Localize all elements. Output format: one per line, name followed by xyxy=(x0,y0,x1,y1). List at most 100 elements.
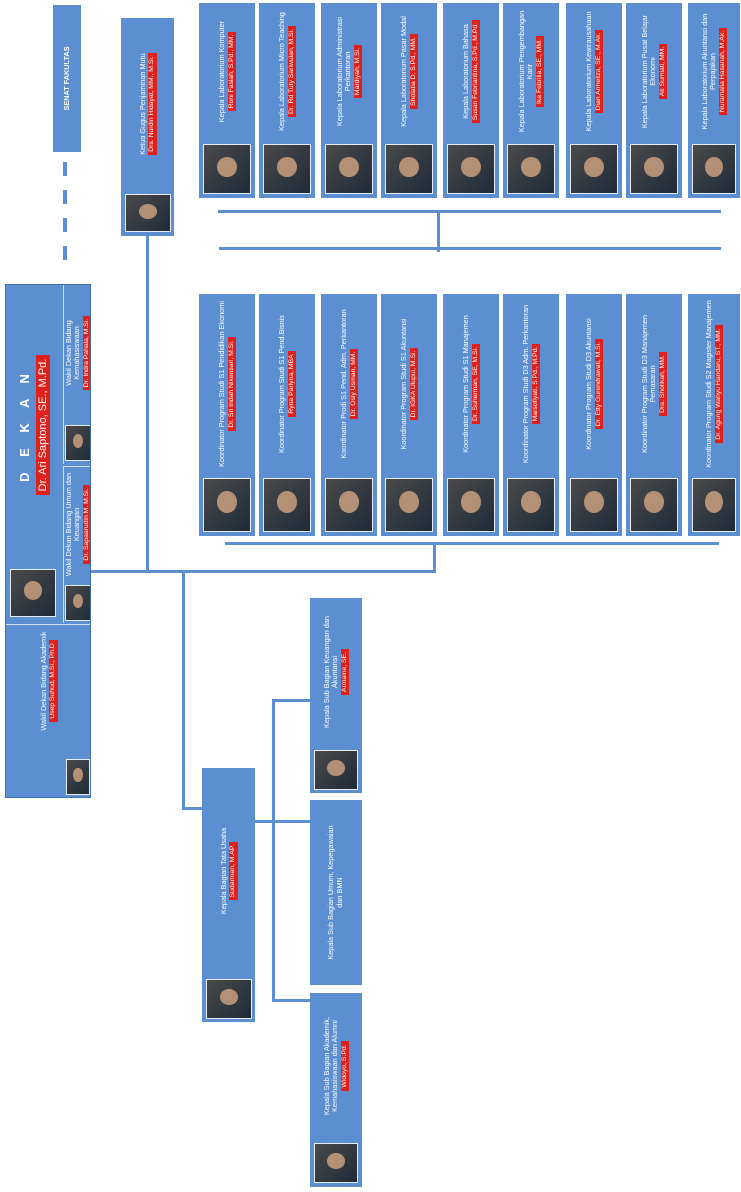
subbag-name: Widoyo, S.Pd. xyxy=(340,1041,350,1091)
connector-line xyxy=(272,699,310,702)
subbag-box-keuangan[interactable]: Kepala Sub Bagian Keuangan dan Akuntansi… xyxy=(310,598,362,793)
dashed-connector xyxy=(63,162,67,176)
subbag-box-umum[interactable]: Kepala Sub Bagian Umum, Kepegawaian dan … xyxy=(310,800,362,985)
labs-name: Roni Faslah, S.Pd., MM. xyxy=(227,31,236,112)
prodi-name: Dr. IGKA Ulupui, M.Si. xyxy=(409,347,418,421)
prodi-photo xyxy=(385,478,433,532)
prodi-title: Koordinator Program Studi S1 Pend.Bisnis xyxy=(277,315,286,453)
prodi-photo xyxy=(263,478,311,532)
subbag-photo xyxy=(314,1143,358,1183)
prodi-photo xyxy=(692,478,736,532)
mutu-title: Ketua Gugus Penjaminan Mutu xyxy=(137,53,147,155)
dashed-connector xyxy=(63,218,67,232)
dashed-connector xyxy=(63,190,67,204)
prodi-box[interactable]: Koordinator Program Studi D3 Adm. Perkan… xyxy=(503,294,559,536)
labs-title: Kepala Laboratorium Micro Teaching xyxy=(277,12,286,131)
connector-line xyxy=(218,210,721,213)
connector-line xyxy=(272,700,275,1002)
wakil-title: Wakil Dekan Bidang Umum dan Keuangan xyxy=(63,472,82,577)
subbag-name: Armaine, SE. xyxy=(340,648,350,696)
labs-photo xyxy=(263,144,311,194)
wakil-title: Wakil Dekan Bidang Akademik xyxy=(38,631,48,731)
wakil-name: Usep Suhud, M.Si., Ph.D xyxy=(49,640,58,722)
labs-name: Mardiyah, M.Si. xyxy=(353,44,363,99)
prodi-title: Koordinator Program Studi D3 Manajemen P… xyxy=(639,315,658,453)
dekan-box[interactable]: D E K A N Dr. Ari Saptono, SE., M.Pd. Wa… xyxy=(5,284,91,798)
subbag-title: Kepala Sub Bagian Umum, Kepegawaian dan … xyxy=(326,825,344,960)
connector-line xyxy=(182,572,185,810)
prodi-photo xyxy=(325,478,373,532)
prodi-photo xyxy=(507,478,555,532)
labs-photo xyxy=(507,144,555,194)
labs-box[interactable]: Kepala Laboratorium Akuntansi dan Perpaj… xyxy=(688,3,740,198)
prodi-photo xyxy=(203,478,251,532)
tu-photo xyxy=(206,979,252,1019)
prodi-title: Koordinator Program Studi S1 Pendidikan … xyxy=(217,301,226,467)
labs-title: Kepala Laboratorium Bahasa xyxy=(461,24,470,119)
wakil-box-umum[interactable]: Wakil Dekan Bidang Umum dan Keuangan Dr.… xyxy=(63,466,90,623)
prodi-box[interactable]: Koordinator Program Studi S1 Pendidikan … xyxy=(199,294,255,536)
prodi-box[interactable]: Koordinator Program Studi D3 Manajemen P… xyxy=(626,294,682,536)
connector-line xyxy=(437,212,440,252)
prodi-box[interactable]: Koordinator Program Studi S1 Pend.Bisnis… xyxy=(259,294,315,536)
subbag-title: Kepala Sub Bagian Akademik, Kemahasiswaa… xyxy=(321,1016,340,1116)
mutu-box[interactable]: Ketua Gugus Penjaminan Mutu Drs. Nurdin … xyxy=(121,18,174,236)
prodi-photo xyxy=(570,478,618,532)
prodi-title: Koordinator Program Studi D3 Adm. Perkan… xyxy=(521,304,530,464)
subbag-title: Kepala Sub Bagian Keuangan dan Akuntansi xyxy=(321,616,340,728)
prodi-name: Ryna Parlyna, MBA xyxy=(287,351,296,417)
labs-photo xyxy=(203,144,251,194)
prodi-name: Dr. Etty Gurendrawati, M.Si. xyxy=(594,338,603,430)
labs-title: Kepala Laboratorium Pengembangan Karir xyxy=(516,10,535,133)
prodi-title: Koordinator Program Studi S1 Manajemen xyxy=(461,315,470,453)
senat-box[interactable]: SENAT FAKULTAS xyxy=(53,5,81,152)
wakil-photo xyxy=(65,585,90,621)
labs-title: Kepala Laboratorium Komputer xyxy=(217,20,226,123)
connector-line xyxy=(219,247,721,250)
prodi-photo xyxy=(447,478,495,532)
senat-label: SENAT FAKULTAS xyxy=(61,46,71,111)
tu-title: Kepala Bagian Tata Usaha xyxy=(218,827,228,915)
subbag-box-akademik[interactable]: Kepala Sub Bagian Akademik, Kemahasiswaa… xyxy=(310,993,362,1187)
prodi-photo xyxy=(630,478,678,532)
labs-name: Dr. Rd Tuty Sariwulan, M.Si. xyxy=(287,26,296,117)
tu-name: Sudarman, M.AP. xyxy=(229,841,238,901)
connector-line xyxy=(272,999,312,1002)
wakil-name: Dr. Indra Pahala, M.Si. xyxy=(82,315,90,391)
wakil-title: Wakil Dekan Bidang Kemahasiswaan xyxy=(63,320,82,386)
wakil-box-akademik[interactable]: Wakil Dekan Bidang Akademik Usep Suhud, … xyxy=(6,624,90,797)
dashed-connector xyxy=(63,246,67,260)
labs-photo xyxy=(385,144,433,194)
prodi-name: Dr. Sri Indah Nikensari, M.Si. xyxy=(227,337,236,431)
connector-line xyxy=(182,807,202,810)
wakil-photo xyxy=(65,425,90,461)
prodi-name: Dr. Osly Usman, MM. xyxy=(349,348,358,420)
labs-box[interactable]: Kepala Laboratorium Pusat Belajar Ekonom… xyxy=(626,3,682,198)
labs-photo xyxy=(570,144,618,194)
prodi-name: Marsofiyati, S.Pd., M.Pd. xyxy=(531,343,540,425)
prodi-box[interactable]: Koordinator Prodi S1 Pend. Adm. Perkanto… xyxy=(321,294,377,536)
labs-title: Kepala Laboratorium Kewirausahaan xyxy=(584,11,593,132)
connector-line xyxy=(146,236,149,572)
connector-line xyxy=(90,570,436,573)
connector-line xyxy=(433,544,436,572)
prodi-title: Koordinator Prodi S1 Pend. Adm. Perkanto… xyxy=(339,309,348,459)
labs-name: Sholatia D. S.Pd., MM. xyxy=(409,34,418,109)
prodi-box[interactable]: Koordinator Program Studi S2 Magister Ma… xyxy=(688,294,740,536)
subbag-photo xyxy=(314,750,358,790)
tu-box[interactable]: Kepala Bagian Tata Usaha Sudarman, M.AP. xyxy=(202,768,255,1022)
wakil-box-kemahasiswaan[interactable]: Wakil Dekan Bidang Kemahasiswaan Dr. Ind… xyxy=(63,285,90,464)
labs-name: Dian Armeliza, SE., M.Ak. xyxy=(594,29,603,114)
labs-box[interactable]: Kepala Laboratorium Administrasi Perkant… xyxy=(321,3,377,198)
dekan-title: D E K A N xyxy=(17,368,32,482)
labs-title: Kepala Laboratorium Administrasi Perkant… xyxy=(334,16,353,127)
